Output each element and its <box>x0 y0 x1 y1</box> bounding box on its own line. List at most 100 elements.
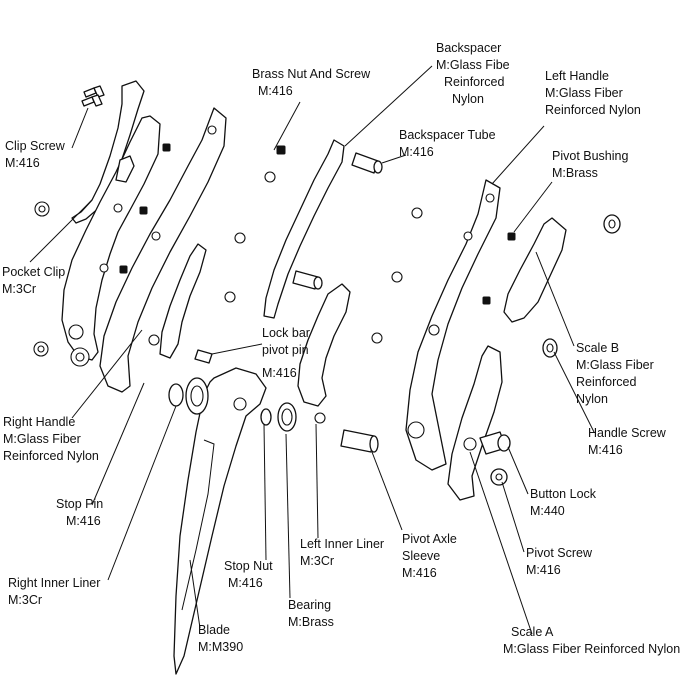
label-backspacer-material-2: Reinforced <box>444 75 505 89</box>
left-handle-part <box>405 179 501 471</box>
stop-nut-part <box>260 408 272 426</box>
label-right-handle-name: Right Handle <box>3 415 76 429</box>
left-inner-liner-part <box>297 283 351 407</box>
label-stop-pin: Stop Pin M:416 <box>56 496 103 530</box>
label-pivot-axle-sleeve-material: M:416 <box>402 566 437 580</box>
label-lock-bar-pivot-pin-name: Lock bar <box>262 326 310 340</box>
right-inner-liner-part <box>99 107 227 393</box>
label-button-lock: Button Lock M:440 <box>530 486 596 520</box>
label-pivot-axle-sleeve: Pivot Axle Sleeve M:416 <box>402 531 457 582</box>
label-handle-screw-name: Handle Screw <box>588 426 666 440</box>
spacer-tube <box>292 270 323 290</box>
label-lock-bar-pivot-pin-material: M:416 <box>262 366 297 380</box>
label-left-handle-material: M:Glass Fiber <box>545 86 623 100</box>
label-pivot-screw-name: Pivot Screw <box>526 546 592 560</box>
label-left-inner-liner: Left Inner Liner M:3Cr <box>300 536 384 570</box>
handle-nut <box>162 143 171 152</box>
label-scale-a-material: M:Glass Fiber Reinforced Nylon <box>503 642 681 656</box>
label-clip-screw: Clip Screw M:416 <box>5 138 65 172</box>
label-scale-b-material: M:Glass Fiber <box>576 358 654 372</box>
label-lock-bar-pivot-pin-name-2: pivot pin <box>262 343 309 357</box>
brass-nut <box>276 145 286 155</box>
bearing-part <box>277 402 297 432</box>
label-stop-nut: Stop Nut M:416 <box>224 558 273 592</box>
label-brass-nut-and-screw: Brass Nut And Screw M:416 <box>252 66 370 100</box>
label-backspacer: Backspacer M:Glass Fibe Reinforced Nylon <box>436 40 510 108</box>
handle-screw <box>234 232 246 244</box>
pocket-clip <box>71 80 145 224</box>
label-pocket-clip-name: Pocket Clip <box>2 265 66 279</box>
label-backspacer-material: M:Glass Fibe <box>436 58 510 72</box>
label-bearing-name: Bearing <box>288 598 332 612</box>
label-handle-screw-material: M:416 <box>588 443 623 457</box>
label-scale-b: Scale B M:Glass Fiber Reinforced Nylon <box>576 340 654 408</box>
handle-screw <box>391 271 403 283</box>
label-blade-material: M:M390 <box>198 640 244 654</box>
label-stop-pin-material: M:416 <box>66 514 101 528</box>
label-left-handle: Left Handle M:Glass Fiber Reinforced Nyl… <box>545 68 641 119</box>
handle-nut <box>139 206 148 215</box>
backspacer-part <box>263 139 345 319</box>
label-button-lock-name: Button Lock <box>530 487 597 501</box>
handle-screw <box>463 231 473 241</box>
right-handle <box>61 115 161 367</box>
handle-screw <box>411 207 423 219</box>
label-button-lock-material: M:440 <box>530 504 565 518</box>
label-left-handle-name: Left Handle <box>545 69 609 83</box>
label-right-handle-material-2: Reinforced Nylon <box>3 449 99 463</box>
label-blade-name: Blade <box>198 623 230 637</box>
label-pivot-screw-material: M:416 <box>526 563 561 577</box>
handle-screw <box>371 332 383 344</box>
label-pivot-bushing-material: M:Brass <box>552 166 598 180</box>
label-bearing: Bearing M:Brass <box>288 597 334 631</box>
label-backspacer-material-3: Nylon <box>452 92 484 106</box>
brass-screw <box>264 171 276 183</box>
label-pivot-axle-sleeve-name: Pivot Axle <box>402 532 457 546</box>
label-backspacer-tube-name: Backspacer Tube <box>399 128 496 142</box>
label-left-inner-liner-name: Left Inner Liner <box>300 537 385 551</box>
label-scale-b-material-2: Reinforced <box>576 375 637 389</box>
label-right-handle: Right Handle M:Glass Fiber Reinforced Ny… <box>3 414 99 465</box>
clip-screws <box>81 85 105 107</box>
label-bearing-material: M:Brass <box>288 615 334 629</box>
label-right-inner-liner-material: M:3Cr <box>8 593 43 607</box>
label-scale-b-material-3: Nylon <box>576 392 608 406</box>
pivot-washer <box>168 377 209 415</box>
pivot-axle-sleeve-part <box>340 429 379 453</box>
label-clip-screw-name: Clip Screw <box>5 139 65 153</box>
label-blade: Blade M:M390 <box>198 622 243 656</box>
label-backspacer-tube: Backspacer Tube M:416 <box>399 127 496 161</box>
label-stop-nut-material: M:416 <box>228 576 263 590</box>
label-pocket-clip-material: M:3Cr <box>2 282 37 296</box>
leader-lines <box>29 65 595 635</box>
pivot-bushing-part <box>603 214 621 234</box>
lock-bar-pivot-pin <box>194 349 213 364</box>
label-stop-pin-name: Stop Pin <box>56 497 104 511</box>
label-pivot-bushing-name: Pivot Bushing <box>552 149 629 163</box>
handle-screw <box>224 291 236 303</box>
label-left-inner-liner-material: M:3Cr <box>300 554 335 568</box>
label-scale-a: Scale A M:Glass Fiber Reinforced Nylon <box>503 624 680 658</box>
label-right-handle-material: M:Glass Fiber <box>3 432 81 446</box>
label-scale-a-name: Scale A <box>511 625 554 639</box>
scale-handle-screw <box>542 338 558 358</box>
label-right-inner-liner: Right Inner Liner M:3Cr <box>8 575 100 609</box>
label-pivot-bushing: Pivot Bushing M:Brass <box>552 148 628 182</box>
label-brass-nut-and-screw-material: M:416 <box>258 84 293 98</box>
label-left-handle-material-2: Reinforced Nylon <box>545 103 641 117</box>
label-scale-b-name: Scale B <box>576 341 620 355</box>
handle-nut <box>507 232 516 241</box>
label-clip-screw-material: M:416 <box>5 156 40 170</box>
label-pocket-clip: Pocket Clip M:3Cr <box>2 264 65 298</box>
label-pivot-screw: Pivot Screw M:416 <box>526 545 592 579</box>
handle-nut <box>482 296 491 305</box>
label-brass-nut-and-screw-name: Brass Nut And Screw <box>252 67 371 81</box>
handle-nut <box>119 265 128 274</box>
label-backspacer-tube-material: M:416 <box>399 145 434 159</box>
pivot-screw-part <box>490 468 508 486</box>
label-handle-screw: Handle Screw M:416 <box>588 425 666 459</box>
lock-bar <box>159 243 207 359</box>
label-lock-bar-pivot-pin: Lock bar pivot pin M:416 <box>262 325 310 382</box>
label-backspacer-name: Backspacer <box>436 41 502 55</box>
